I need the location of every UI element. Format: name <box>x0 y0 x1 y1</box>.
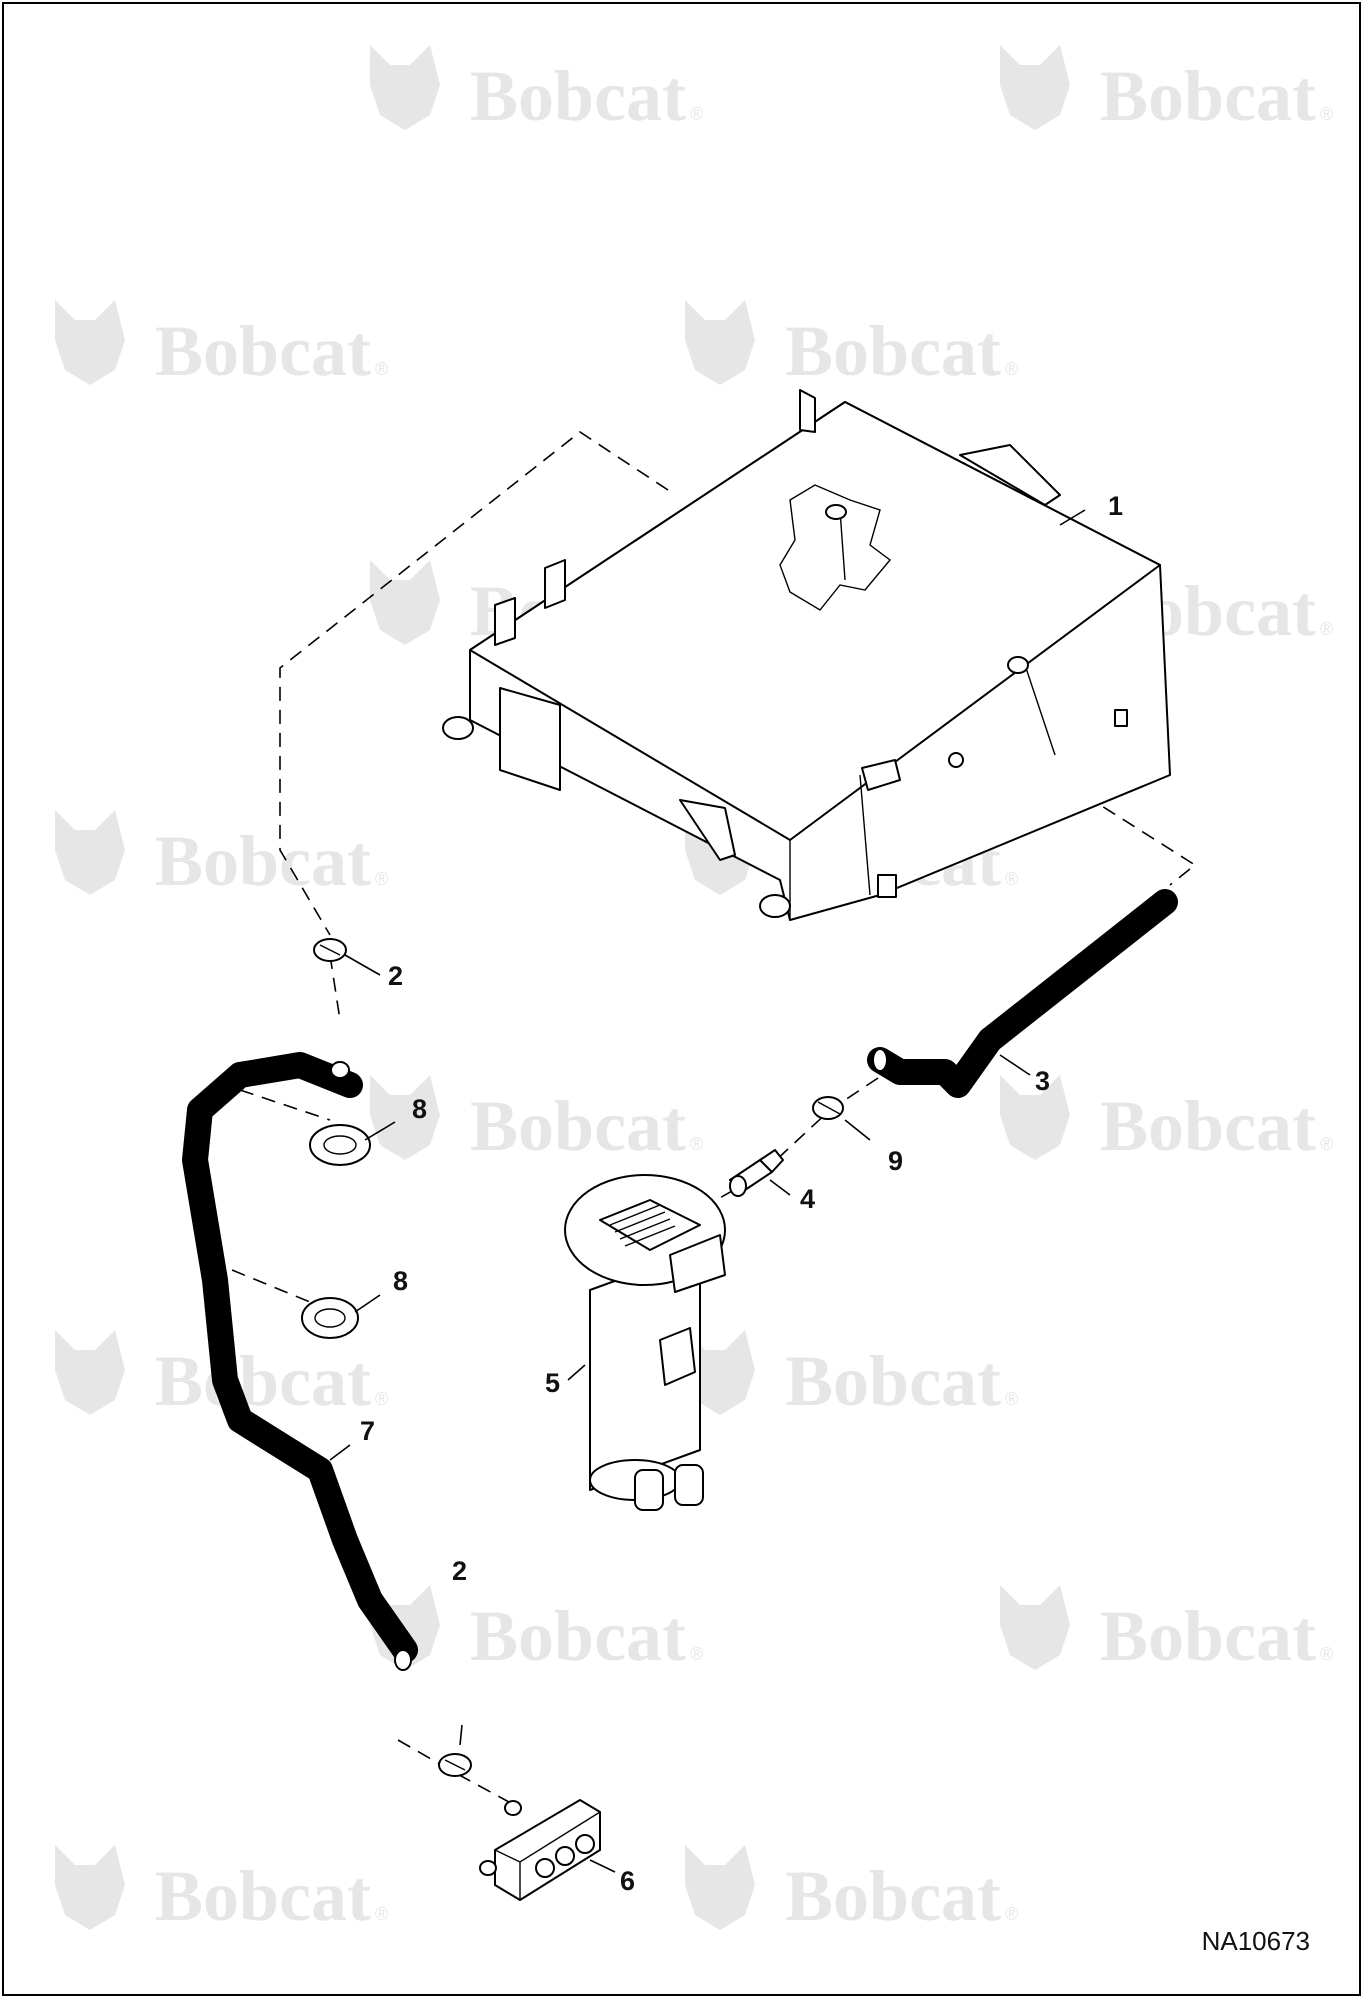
watermark-tile: Bobcat® <box>1000 1075 1333 1166</box>
callout-2-lower: 2 <box>452 1556 467 1586</box>
part-9-clamp <box>812 1096 844 1120</box>
watermark-emblem-icon <box>1000 1075 1070 1160</box>
part-5-filter <box>564 1174 726 1511</box>
callout-1: 1 <box>1108 491 1123 521</box>
watermark-registered-mark: ® <box>690 1134 703 1154</box>
watermark-brand-text: Bobcat <box>1100 1596 1316 1676</box>
watermark-registered-mark: ® <box>1320 104 1333 124</box>
watermark-tile: Bobcat® <box>685 1330 1018 1421</box>
watermark-registered-mark: ® <box>375 869 388 889</box>
watermark-emblem-icon <box>370 45 440 130</box>
part-4-fitting <box>729 1149 784 1197</box>
part-1-cooler <box>442 389 1171 921</box>
watermark-brand-text: Bobcat <box>155 821 371 901</box>
watermark-registered-mark: ® <box>1320 1644 1333 1664</box>
watermark-registered-mark: ® <box>375 1904 388 1924</box>
watermark-brand-text: Bobcat <box>785 1856 1001 1936</box>
callout-8-upper: 8 <box>412 1094 427 1124</box>
watermark-registered-mark: ® <box>1320 619 1333 639</box>
watermark-registered-mark: ® <box>1005 1904 1018 1924</box>
watermark-tile: Bobcat® <box>1000 1585 1333 1676</box>
watermark-tile: Bobcat® <box>55 1845 388 1936</box>
callout-labels: 1 2 2 3 4 5 6 7 8 8 9 <box>360 491 1123 1896</box>
watermark-emblem-icon <box>370 1075 440 1160</box>
watermark-emblem-icon <box>685 1330 755 1415</box>
part-3-hose <box>867 889 1178 1098</box>
watermark-tile: Bobcat® <box>1000 45 1333 136</box>
watermark-emblem-icon <box>1000 45 1070 130</box>
watermark-brand-text: Bobcat <box>785 1341 1001 1421</box>
callout-4: 4 <box>800 1184 815 1214</box>
watermark-emblem-icon <box>55 1845 125 1930</box>
callout-7: 7 <box>360 1416 375 1446</box>
watermark-layer: Bobcat®Bobcat®Bobcat®Bobcat®Bobcat®Bobca… <box>55 45 1333 1936</box>
callout-2-upper: 2 <box>388 961 403 991</box>
watermark-registered-mark: ® <box>1005 869 1018 889</box>
watermark-tile: Bobcat® <box>370 1585 703 1676</box>
watermark-tile: Bobcat® <box>370 45 703 136</box>
watermark-brand-text: Bobcat <box>1100 56 1316 136</box>
watermark-brand-text: Bobcat <box>155 1856 371 1936</box>
watermark-tile: Bobcat® <box>370 1075 703 1166</box>
part-2-clamp-lower <box>438 1753 472 1777</box>
watermark-brand-text: Bobcat <box>470 1596 686 1676</box>
watermark-emblem-icon <box>55 300 125 385</box>
watermark-registered-mark: ® <box>1005 359 1018 379</box>
watermark-emblem-icon <box>685 1845 755 1930</box>
callout-3: 3 <box>1035 1066 1050 1096</box>
watermark-brand-text: Bobcat <box>1100 1086 1316 1166</box>
watermark-tile: Bobcat® <box>55 1330 388 1421</box>
part-8-grommet-lower <box>301 1297 359 1339</box>
figure-number: NA10673 <box>1202 1926 1310 1956</box>
watermark-registered-mark: ® <box>690 1644 703 1664</box>
watermark-tile: Bobcat® <box>685 300 1018 391</box>
watermark-tile: Bobcat® <box>55 300 388 391</box>
part-8-grommet-upper <box>309 1124 371 1166</box>
callout-5: 5 <box>545 1368 560 1398</box>
watermark-tile: Bobcat® <box>55 810 388 901</box>
watermark-emblem-icon <box>55 1330 125 1415</box>
watermark-registered-mark: ® <box>375 1389 388 1409</box>
watermark-brand-text: Bobcat <box>785 311 1001 391</box>
watermark-emblem-icon <box>55 810 125 895</box>
watermark-registered-mark: ® <box>1005 1389 1018 1409</box>
part-6-block <box>479 1799 601 1901</box>
watermark-emblem-icon <box>1000 1585 1070 1670</box>
watermark-brand-text: Bobcat <box>470 1086 686 1166</box>
watermark-registered-mark: ® <box>1320 1134 1333 1154</box>
watermark-brand-text: Bobcat <box>155 1341 371 1421</box>
watermark-emblem-icon <box>685 300 755 385</box>
callout-leader-lines <box>329 509 1086 1873</box>
callout-8-lower: 8 <box>393 1266 408 1296</box>
watermark-registered-mark: ® <box>375 359 388 379</box>
watermark-tile: Bobcat® <box>685 1845 1018 1936</box>
callout-6: 6 <box>620 1866 635 1896</box>
part-2-clamp-upper <box>313 938 347 962</box>
watermark-emblem-icon <box>370 560 440 645</box>
callout-9: 9 <box>888 1146 903 1176</box>
watermark-registered-mark: ® <box>690 104 703 124</box>
watermark-brand-text: Bobcat <box>155 311 371 391</box>
part-7-hose <box>182 1052 418 1671</box>
watermark-brand-text: Bobcat <box>470 56 686 136</box>
